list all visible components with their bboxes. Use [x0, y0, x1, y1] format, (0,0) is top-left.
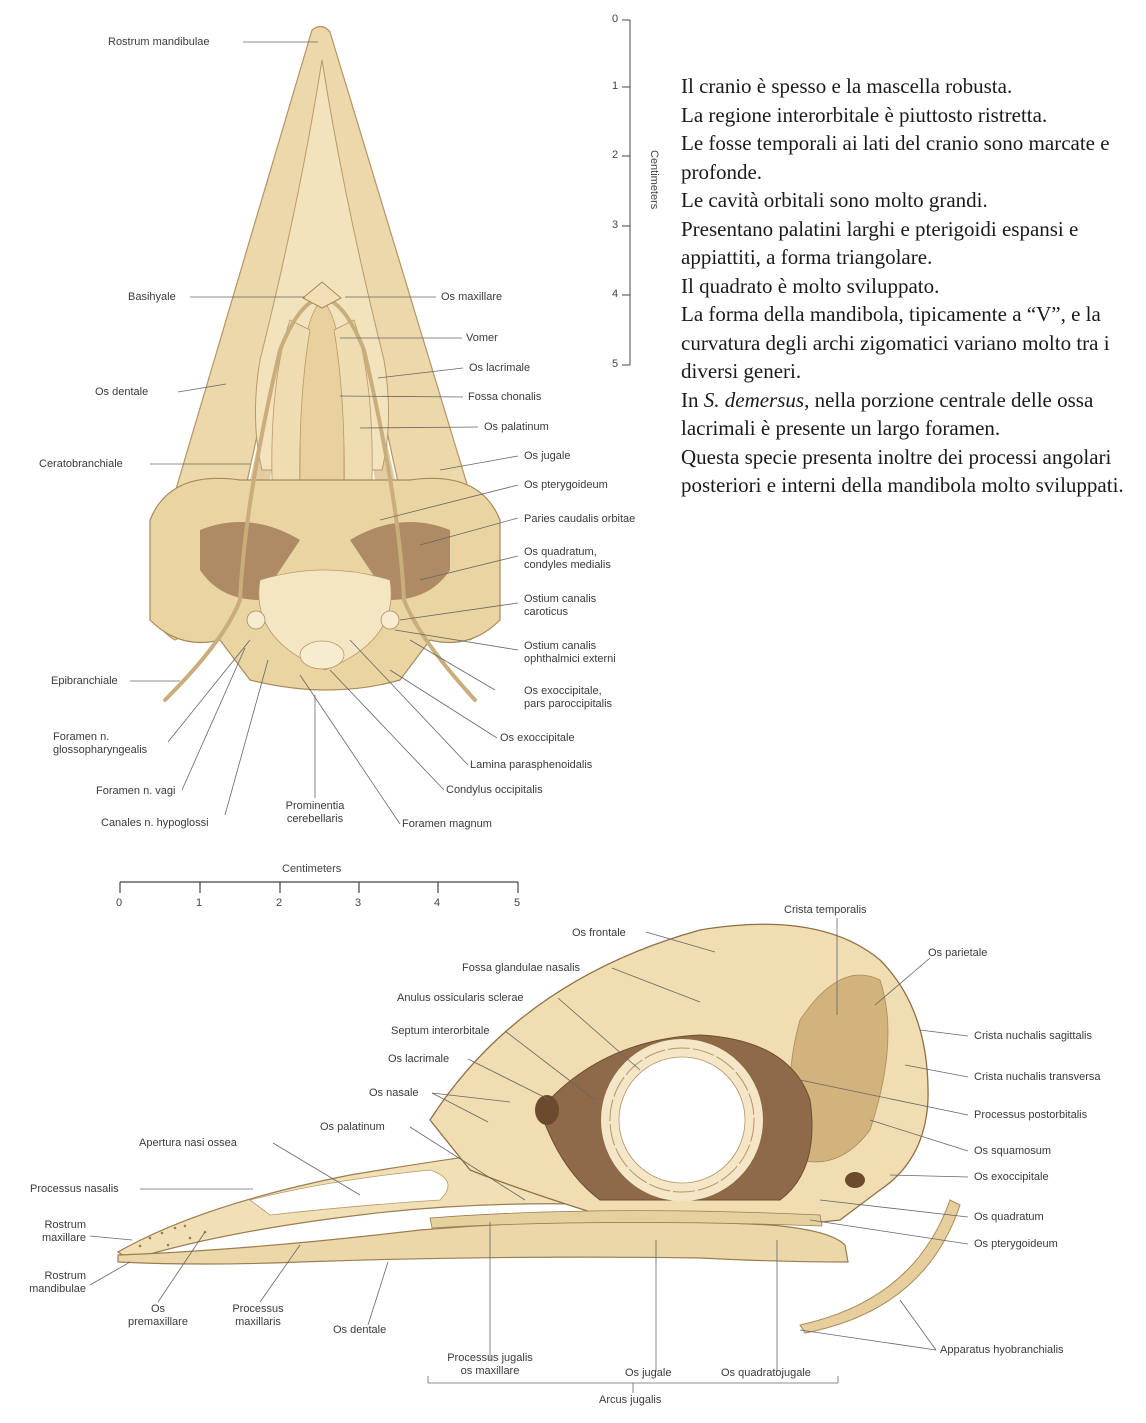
label-vomer: Vomer — [466, 332, 498, 345]
hscale-tick-3: 3 — [355, 897, 361, 909]
vscale-tick-1: 1 — [612, 80, 618, 92]
label-os-exoccipitale-top: Os exoccipitale — [500, 732, 575, 745]
label-os-pterygoideum-side: Os pterygoideum — [974, 1238, 1058, 1251]
label-os-lacrimale-top: Os lacrimale — [469, 362, 530, 375]
label-crista-nuchalis-transversa: Crista nuchalis transversa — [974, 1071, 1101, 1084]
desc-line-2: La regione interorbitale è piuttosto ris… — [681, 101, 1131, 130]
label-processus-postorbitalis: Processus postorbitalis — [974, 1109, 1087, 1122]
vertical-scale-bar — [622, 20, 630, 365]
label-os-quadratum-side: Os quadratum — [974, 1211, 1044, 1224]
label-os-jugale-top: Os jugale — [524, 450, 570, 463]
desc-line-5: Presentano palatini larghi e pterigoidi … — [681, 215, 1131, 272]
label-foramen-glossopharyngealis: Foramen n. glossopharyngealis — [53, 731, 147, 757]
label-os-dentale-top: Os dentale — [95, 386, 148, 399]
desc-line-1: Il cranio è spesso e la mascella robusta… — [681, 72, 1131, 101]
vscale-tick-5: 5 — [612, 358, 618, 370]
label-apertura-nasi: Apertura nasi ossea — [139, 1137, 237, 1150]
hscale-tick-4: 4 — [434, 897, 440, 909]
label-basihyale: Basihyale — [128, 291, 176, 304]
label-os-nasale: Os nasale — [369, 1087, 419, 1100]
label-os-exoccipitale-side: Os exoccipitale — [974, 1171, 1049, 1184]
label-arcus-jugalis: Arcus jugalis — [599, 1394, 661, 1407]
label-os-lacrimale-side: Os lacrimale — [388, 1053, 449, 1066]
label-crista-nuchalis-sagittalis: Crista nuchalis sagittalis — [974, 1030, 1092, 1043]
label-os-parietale: Os parietale — [928, 947, 987, 960]
label-canales-hypoglossi: Canales n. hypoglossi — [101, 817, 209, 830]
label-prominentia-cerebellaris: Prominentia cerebellaris — [270, 800, 360, 826]
label-os-quadratum-condyles: Os quadratum, condyles medialis — [524, 546, 611, 572]
label-processus-jugalis: Processus jugalis os maxillare — [420, 1352, 560, 1378]
label-os-squamosum: Os squamosum — [974, 1145, 1051, 1158]
horizontal-scale-bar — [120, 882, 518, 893]
label-processus-maxillaris: Processus maxillaris — [218, 1303, 298, 1329]
label-os-jugale-side: Os jugale — [625, 1367, 671, 1380]
lateral-skull-illustration — [118, 924, 960, 1333]
hscale-title: Centimeters — [282, 863, 341, 875]
hscale-tick-0: 0 — [116, 897, 122, 909]
label-rostrum-mandibulae-side: Rostrum mandibulae — [6, 1270, 86, 1296]
hscale-tick-2: 2 — [276, 897, 282, 909]
label-fossa-glandulae-nasalis: Fossa glandulae nasalis — [462, 962, 580, 975]
label-epibranchiale: Epibranchiale — [51, 675, 118, 688]
vscale-title: Centimeters — [648, 150, 660, 209]
label-processus-nasalis: Processus nasalis — [30, 1183, 119, 1196]
label-septum-interorbitale: Septum interorbitale — [391, 1025, 489, 1038]
label-os-exoccipitale-pars: Os exoccipitale, pars paroccipitalis — [524, 685, 612, 711]
label-os-dentale-side: Os dentale — [333, 1324, 386, 1337]
vscale-tick-4: 4 — [612, 288, 618, 300]
vscale-tick-2: 2 — [612, 149, 618, 161]
label-os-palatinum-top: Os palatinum — [484, 421, 549, 434]
desc-line-3: Le fosse temporali ai lati del cranio so… — [681, 129, 1131, 186]
description-text: Il cranio è spesso e la mascella robusta… — [681, 72, 1131, 500]
desc-line-6: Il quadrato è molto sviluppato. — [681, 272, 1131, 301]
label-ostium-ophthalmici: Ostium canalis ophthalmici externi — [524, 640, 616, 666]
label-os-maxillare-top: Os maxillare — [441, 291, 502, 304]
vscale-tick-3: 3 — [612, 219, 618, 231]
label-foramen-magnum: Foramen magnum — [402, 818, 492, 831]
label-os-premaxillare: Os premaxillare — [118, 1303, 198, 1329]
label-ceratobranchiale: Ceratobranchiale — [39, 458, 123, 471]
label-paries-caudalis: Paries caudalis orbitae — [524, 513, 635, 526]
label-condylus-occipitalis: Condylus occipitalis — [446, 784, 543, 797]
desc-line-4: Le cavità orbitali sono molto grandi. — [681, 186, 1131, 215]
label-ostium-carotici: Ostium canalis caroticus — [524, 593, 596, 619]
hscale-tick-1: 1 — [196, 897, 202, 909]
hscale-tick-5: 5 — [514, 897, 520, 909]
label-crista-temporalis: Crista temporalis — [784, 904, 867, 917]
label-fossa-chonalis: Fossa chonalis — [468, 391, 541, 404]
vscale-tick-0: 0 — [612, 13, 618, 25]
label-apparatus-hyobranchialis: Apparatus hyobranchialis — [940, 1344, 1064, 1357]
label-rostrum-mandibulae-top: Rostrum mandibulae — [108, 36, 210, 49]
desc-line-8: In S. demersus, nella porzione centrale … — [681, 386, 1131, 443]
desc-species-prefix: In — [681, 388, 704, 412]
desc-line-9: Questa specie presenta inoltre dei proce… — [681, 443, 1131, 500]
desc-species-name: S. demersus — [704, 388, 804, 412]
label-foramen-vagi: Foramen n. vagi — [96, 785, 175, 798]
label-os-frontale: Os frontale — [572, 927, 626, 940]
label-os-pterygoideum-top: Os pterygoideum — [524, 479, 608, 492]
label-os-quadratojugale: Os quadratojugale — [721, 1367, 811, 1380]
label-anulus-ossicularis: Anulus ossicularis sclerae — [397, 992, 524, 1005]
label-rostrum-maxillare: Rostrum maxillare — [20, 1219, 86, 1245]
label-os-palatinum-side: Os palatinum — [320, 1121, 385, 1134]
label-lamina-parasphenoidalis: Lamina parasphenoidalis — [470, 759, 592, 772]
desc-line-7: La forma della mandibola, tipicamente a … — [681, 300, 1131, 386]
